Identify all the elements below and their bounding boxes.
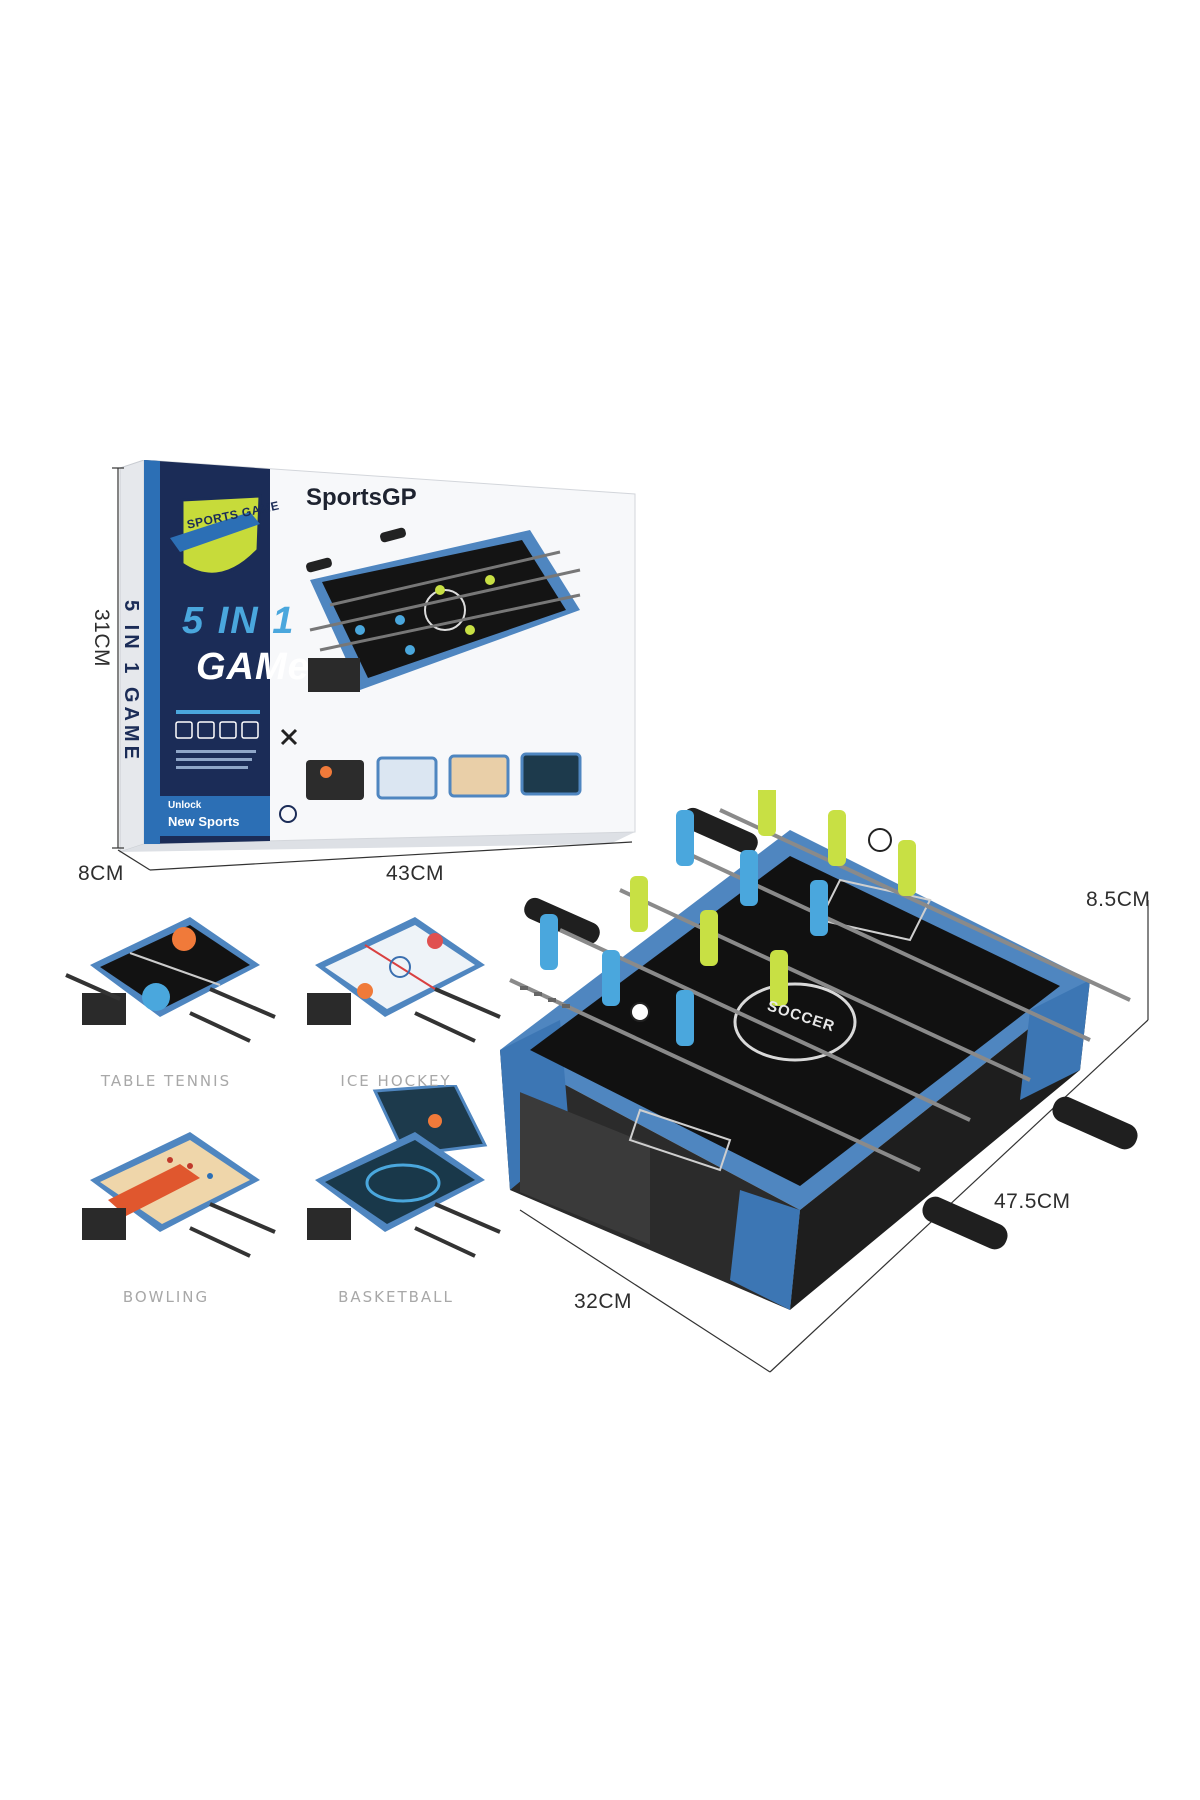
- cyan-team-players: [540, 810, 828, 1046]
- dial-icon: [279, 805, 297, 823]
- dim-table-height: 8.5CM: [1086, 888, 1151, 911]
- sports-game-badge: [170, 494, 262, 576]
- variant-basketball: [307, 1085, 501, 1258]
- dim-table-length: 47.5CM: [994, 1190, 1071, 1213]
- box-brand: SportsGP: [306, 484, 417, 511]
- variant-bowling: [82, 1132, 276, 1258]
- caption-bowling: BOWLING: [122, 1288, 210, 1306]
- soccer-ball-icon: [868, 828, 892, 852]
- box-footer-line1: Unlock: [168, 800, 202, 811]
- dim-box-height: 31CM: [90, 608, 114, 668]
- variant-table-tennis: [65, 917, 276, 1043]
- main-foosball-table: [500, 790, 1138, 1310]
- soccer-ball-icon: [630, 1002, 650, 1022]
- dim-box-depth: 8CM: [78, 862, 124, 885]
- variant-ice-hockey: [307, 917, 501, 1043]
- caption-basketball: BASKETBALL: [338, 1288, 454, 1306]
- brand-logo-icon: [280, 728, 298, 746]
- dim-box-width: 43CM: [386, 862, 445, 885]
- box-thumbnails: [306, 752, 582, 800]
- dim-table-width: 32CM: [574, 1290, 633, 1313]
- product-box: [119, 460, 636, 853]
- box-title-line2: GAMe: [196, 646, 310, 688]
- box-footer-line2: New Sports: [168, 814, 240, 829]
- rod-handles: [524, 807, 1138, 1250]
- caption-table-tennis: TABLE TENNIS: [100, 1072, 232, 1090]
- lime-team-players: [630, 790, 916, 1006]
- caption-ice-hockey: ICE HOCKEY: [340, 1072, 452, 1090]
- box-table-illustration: [306, 527, 581, 692]
- box-title-line1: 5 IN 1: [182, 600, 296, 642]
- score-counter: [520, 986, 570, 1008]
- center-circle: [733, 982, 857, 1062]
